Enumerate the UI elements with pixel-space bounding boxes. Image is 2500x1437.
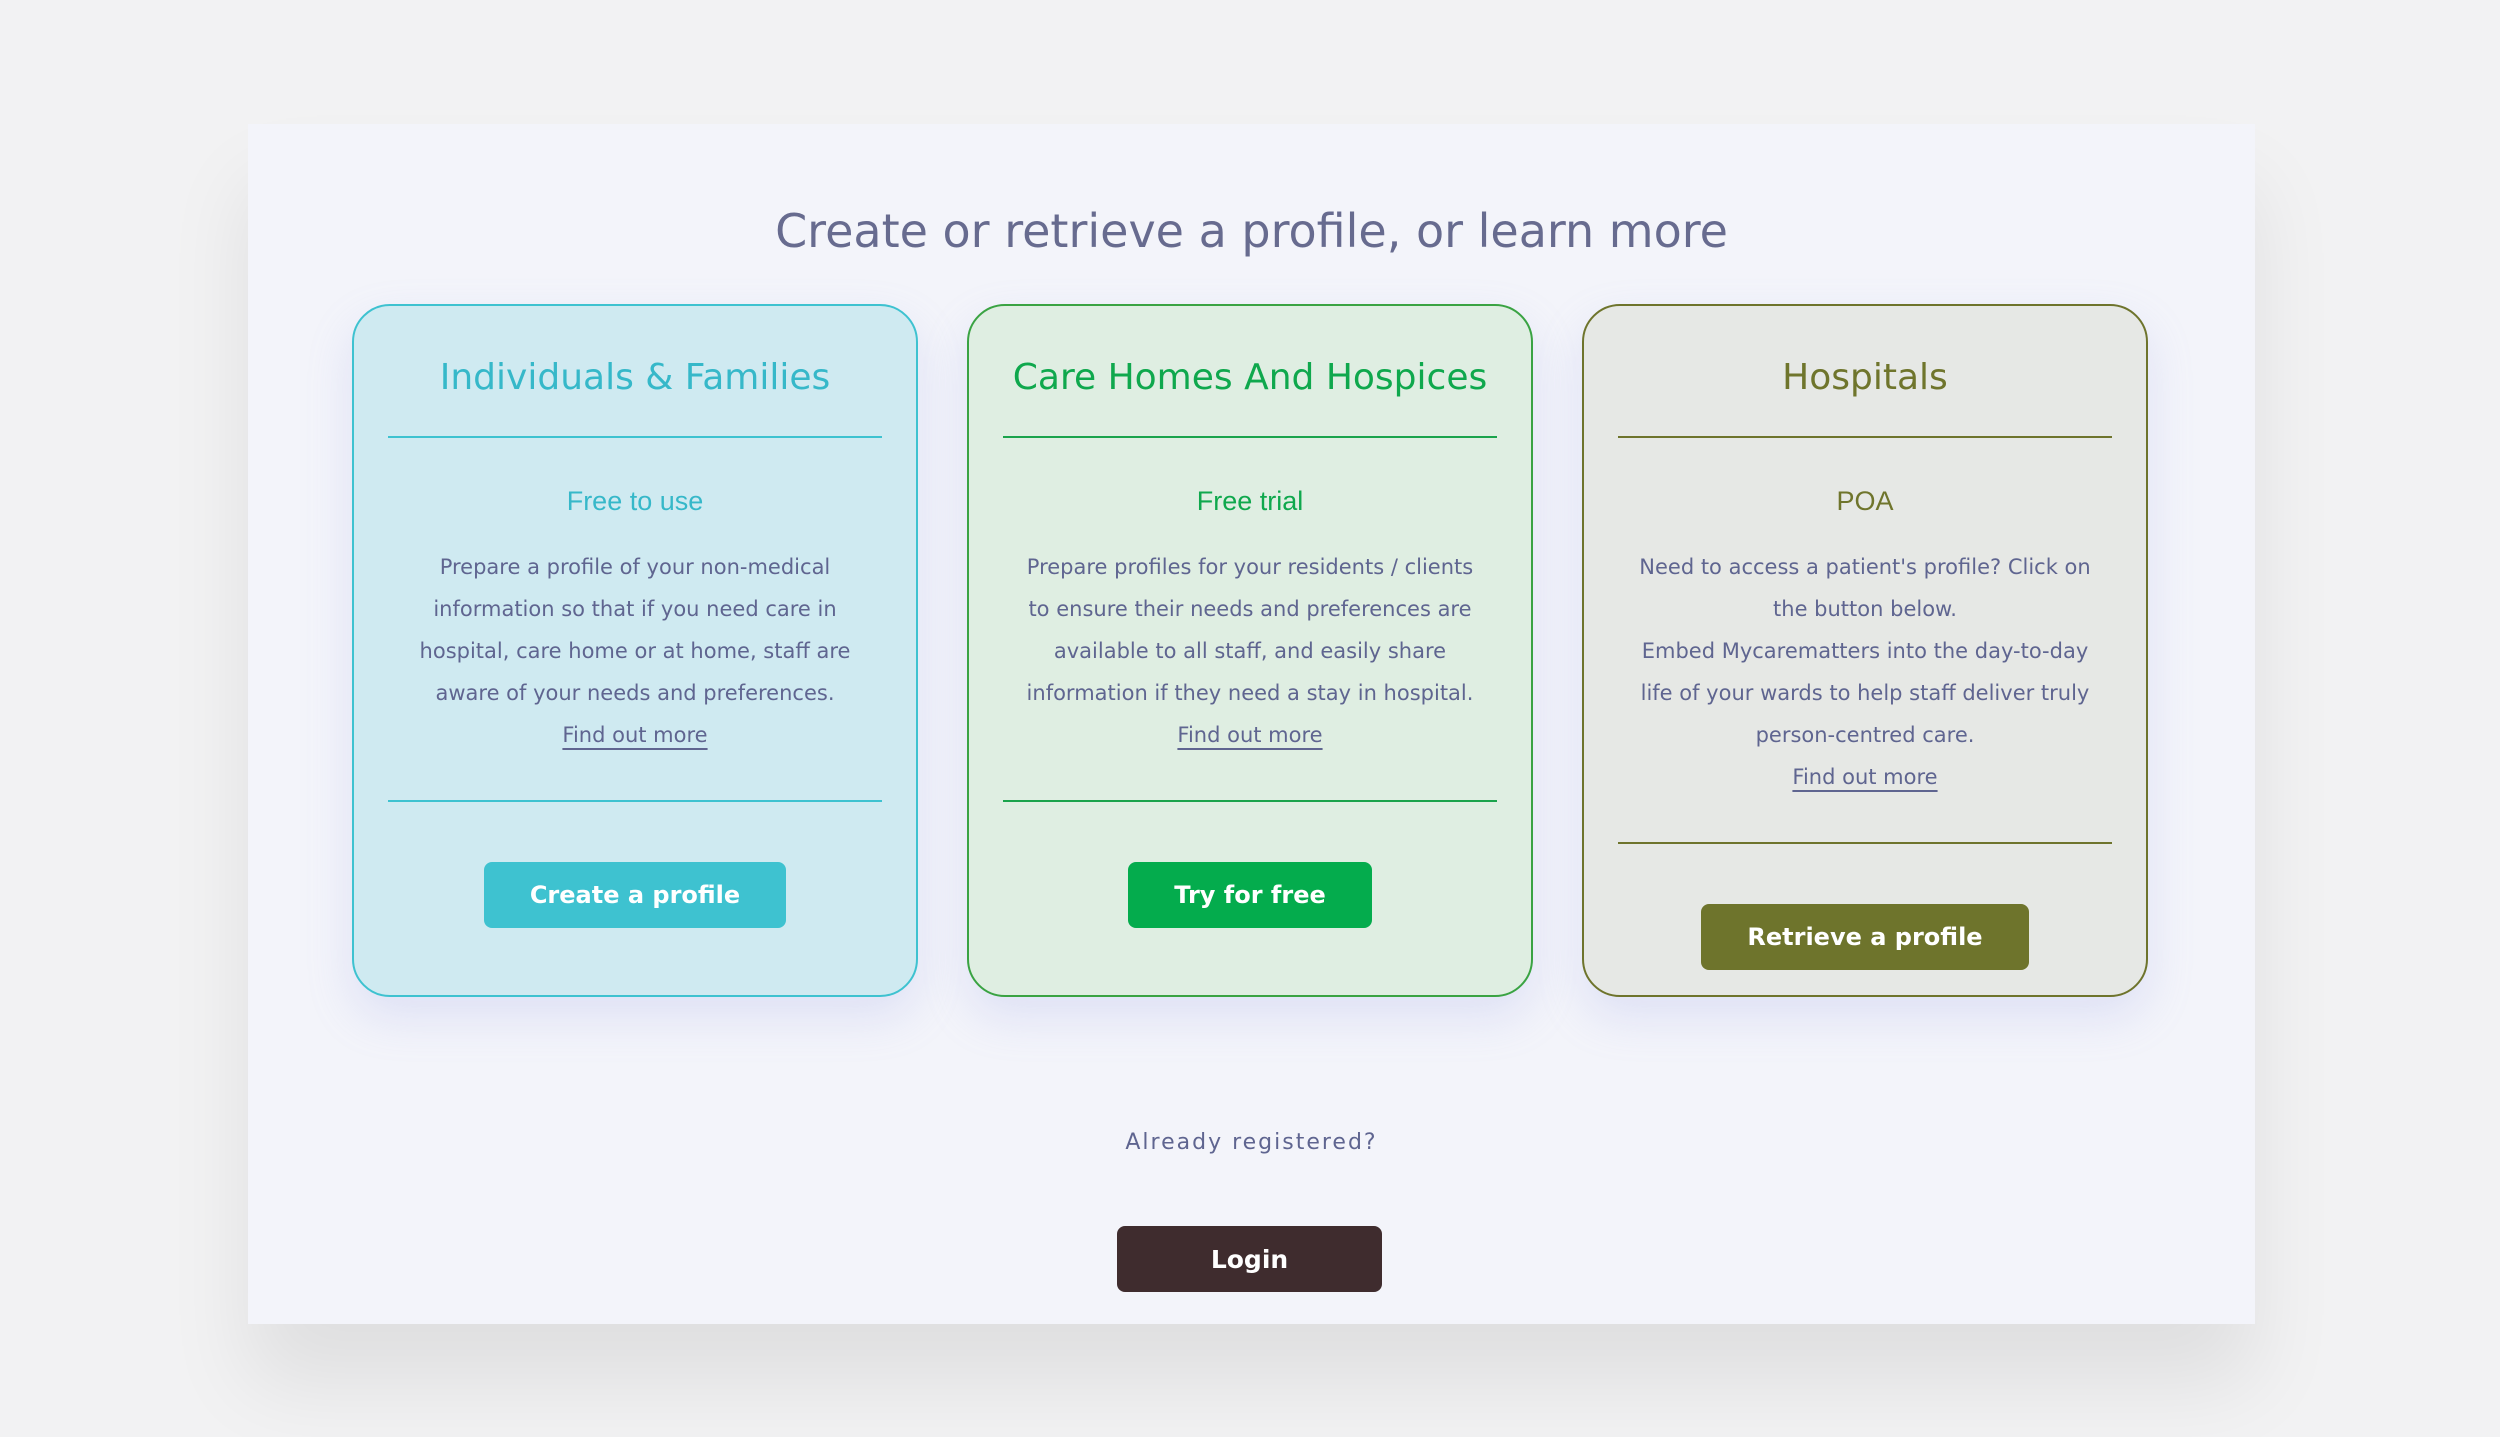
- card-price: POA: [1836, 486, 1894, 516]
- card-title: Hospitals: [1782, 357, 1948, 398]
- card-divider-bottom: [1003, 800, 1497, 802]
- card-price: Free to use: [566, 486, 704, 516]
- card-price: Free trial: [1196, 486, 1304, 516]
- card-description-text: Prepare profiles for your residents / cl…: [1026, 555, 1474, 705]
- card-description-text: Embed Mycarematters into the day-to-day …: [1640, 639, 2090, 747]
- card-individuals-families: Individuals & Families Free to use Prepa…: [352, 304, 918, 997]
- card-divider-bottom: [1618, 842, 2112, 844]
- card-title: Care Homes And Hospices: [1012, 357, 1488, 398]
- card-hospitals: Hospitals POA Need to access a patient's…: [1582, 304, 2148, 997]
- find-out-more-link[interactable]: Find out more: [1177, 723, 1323, 747]
- card-description-text: Need to access a patient's profile? Clic…: [1639, 555, 2091, 621]
- login-button[interactable]: Login: [1117, 1226, 1382, 1292]
- retrieve-profile-button[interactable]: Retrieve a profile: [1701, 904, 2029, 970]
- card-care-homes-hospices: Care Homes And Hospices Free trial Prepa…: [967, 304, 1533, 997]
- card-divider-top: [388, 436, 882, 438]
- find-out-more-link[interactable]: Find out more: [1792, 765, 1938, 789]
- card-divider-top: [1618, 436, 2112, 438]
- card-description: Prepare profiles for your residents / cl…: [1003, 546, 1497, 756]
- card-description: Need to access a patient's profile? Clic…: [1618, 546, 2112, 798]
- create-profile-button[interactable]: Create a profile: [483, 862, 787, 928]
- card-description: Prepare a profile of your non-medical in…: [388, 546, 882, 756]
- find-out-more-link[interactable]: Find out more: [562, 723, 708, 747]
- profile-options-panel: Create or retrieve a profile, or learn m…: [248, 124, 2255, 1324]
- card-divider-top: [1003, 436, 1497, 438]
- card-divider-bottom: [388, 800, 882, 802]
- card-description-text: Prepare a profile of your non-medical in…: [419, 555, 851, 705]
- card-title: Individuals & Families: [439, 357, 831, 398]
- page-title: Create or retrieve a profile, or learn m…: [775, 204, 1728, 258]
- already-registered-text: Already registered?: [1125, 1130, 1378, 1155]
- try-for-free-button[interactable]: Try for free: [1128, 862, 1372, 928]
